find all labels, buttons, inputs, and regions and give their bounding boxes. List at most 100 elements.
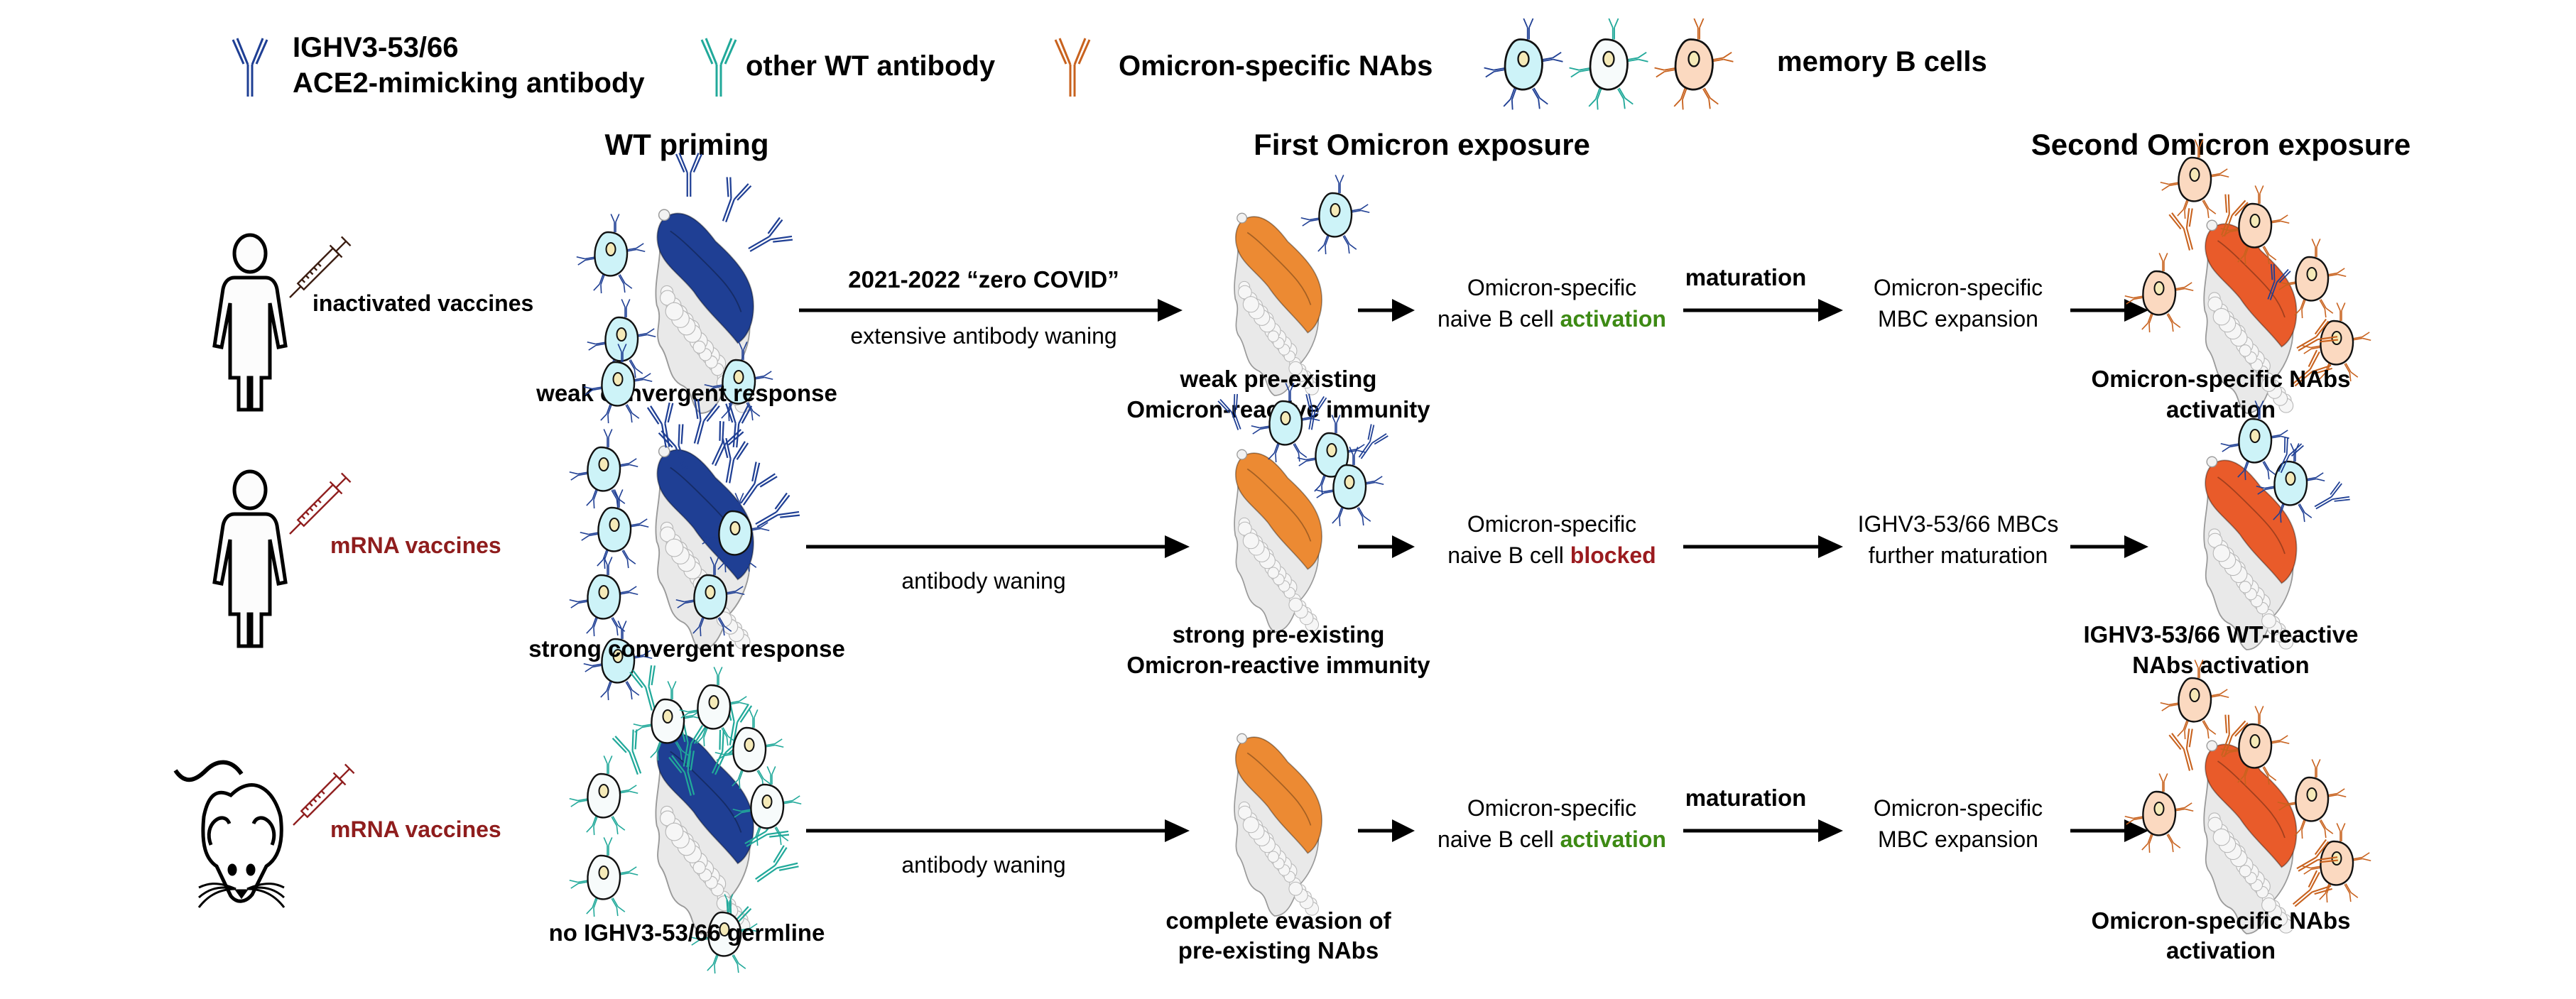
second-exposure-illustration (2203, 400, 2350, 650)
memory-b-cell-icon (2277, 759, 2347, 839)
memory-b-cell-icon (633, 681, 702, 761)
antibody-icon (2221, 194, 2249, 237)
antibody-icon (693, 398, 720, 444)
antibody-icon (755, 492, 800, 528)
antibody-icon (2296, 839, 2339, 872)
memory-b-cell-icon (569, 429, 638, 509)
naive-b-cell-line2: naive B cell blocked (1447, 542, 1656, 569)
mbc-step-line1: IGHV3-53/66 MBCs (1857, 511, 2059, 537)
header-second-omicron-exposure: Second Omicron exposure (2031, 128, 2411, 161)
arrow1-bottom-label: antibody waning (901, 852, 1066, 878)
first-caption-line2: pre-existing NAbs (1178, 937, 1379, 963)
arrow-first-to-naive (1358, 299, 1415, 322)
second-caption-line1: Omicron-specific NAbs (2091, 907, 2351, 934)
arrow-naive-to-mbc (1683, 819, 1843, 842)
memory-b-cell-icon (2124, 773, 2194, 853)
rbd-second-exposure-icon (2203, 456, 2298, 650)
legend-antibody-icon-omicron (1054, 38, 1091, 97)
arrow-priming-to-first (806, 819, 1190, 842)
second-caption-line2: activation (2165, 396, 2276, 422)
memory-b-cell-icon (1297, 415, 1366, 495)
naive-b-cell-prefix: naive B cell (1447, 542, 1570, 568)
arrow1-bottom-label: extensive antibody waning (850, 323, 1117, 349)
memory-b-cell-icon (2256, 443, 2325, 523)
rbd-second-exposure-icon (2203, 219, 2298, 414)
memory-b-cell-icon (732, 766, 802, 846)
memory-b-cell-icon (2277, 239, 2347, 319)
human-figure-icon (212, 469, 288, 648)
antibody-icon (2296, 318, 2339, 351)
wt-priming-illustration (569, 344, 800, 701)
naive-b-cell-outcome: activation (1560, 826, 1666, 852)
second-caption-line2: activation (2165, 937, 2276, 963)
rbd-first-exposure-icon (1234, 733, 1322, 917)
memory-b-cell-icon (580, 489, 649, 569)
wt-priming-illustration (569, 665, 802, 974)
mbc-step-line1: Omicron-specific (1873, 795, 2043, 821)
priming-caption: no IGHV3-53/66 germline (548, 919, 825, 946)
mbc-step-line2: MBC expansion (1878, 826, 2038, 852)
first-exposure-illustration (1217, 383, 1388, 633)
arrow-first-to-naive (1358, 819, 1415, 842)
syringe-icon (289, 236, 352, 298)
memory-b-cell-icon (2124, 253, 2194, 333)
antibody-icon (675, 153, 703, 197)
mbc-step-line2: MBC expansion (1878, 306, 2038, 332)
antibody-icon (722, 177, 752, 223)
memory-b-cell-icon (583, 344, 653, 424)
arrow-mbc-to-second (2070, 535, 2148, 558)
antibody-icon (748, 217, 793, 252)
subject-icon (173, 760, 286, 908)
arrow-mbc-to-second (2070, 299, 2148, 322)
memory-b-cell-icon-orange (1654, 18, 1734, 110)
naive-b-cell-prefix: naive B cell (1438, 306, 1560, 332)
first-exposure-illustration (1234, 733, 1322, 917)
memory-b-cell-icon (2220, 185, 2290, 266)
legend-memory-b-cell-icons (1484, 18, 1734, 110)
rbd-first-exposure-icon (1234, 212, 1322, 396)
rbd-wt-priming-icon (655, 209, 754, 414)
arrow1-bottom-label: antibody waning (901, 568, 1066, 594)
subject-icon (212, 469, 288, 648)
rbd-second-exposure-icon (2203, 740, 2298, 934)
naive-b-cell-line1: Omicron-specific (1467, 511, 1637, 537)
naive-b-cell-outcome: blocked (1570, 542, 1656, 568)
second-exposure-illustration (2124, 660, 2371, 934)
rbd-first-exposure-icon (1234, 449, 1322, 633)
naive-b-cell-line1: Omicron-specific (1467, 795, 1637, 821)
first-exposure-illustration (1234, 175, 1370, 396)
header-first-omicron-exposure: First Omicron exposure (1254, 128, 1590, 161)
antibody-icon (2168, 208, 2194, 251)
arrow-mbc-to-second (2070, 819, 2148, 842)
second-caption-line2: NAbs activation (2132, 652, 2310, 678)
memory-b-cell-icon (1300, 175, 1370, 255)
arrow-naive-to-mbc (1683, 535, 1843, 558)
antibody-icon (1305, 393, 1327, 430)
memory-b-cell-icon (690, 894, 759, 974)
memory-b-cell-icon (2302, 302, 2371, 383)
antibody-icon (2267, 263, 2291, 300)
legend-wt-label: other WT antibody (746, 50, 996, 82)
arrow-priming-to-first (806, 535, 1190, 558)
memory-b-cell-icon (2302, 823, 2371, 903)
legend-omicron-label: Omicron-specific NAbs (1119, 50, 1433, 82)
arrow-first-to-naive (1358, 535, 1415, 558)
memory-b-cell-icon (576, 214, 646, 294)
wt-priming-illustration (576, 153, 793, 422)
memory-b-cell-icon (569, 837, 638, 917)
legend-ighv-label-line1: IGHV3-53/66 (293, 32, 459, 63)
memory-b-cell-icon (1251, 383, 1320, 463)
antibody-icon (2278, 437, 2304, 474)
human-figure-icon (212, 233, 288, 412)
memory-b-cell-icon (679, 667, 749, 747)
mbc-step-line1: Omicron-specific (1873, 275, 2043, 300)
antibody-icon (629, 665, 656, 711)
arrow-priming-to-first (799, 299, 1183, 322)
antibody-icon (700, 38, 737, 97)
naive-b-cell-line2: naive B cell activation (1438, 306, 1666, 332)
antibody-icon (2168, 728, 2194, 771)
arrow1-top-label: 2021-2022 “zero COVID” (848, 266, 1119, 293)
memory-b-cell-icon (2160, 139, 2229, 219)
memory-b-cell-icon (2160, 660, 2229, 740)
arrow-naive-to-mbc (1683, 299, 1843, 322)
